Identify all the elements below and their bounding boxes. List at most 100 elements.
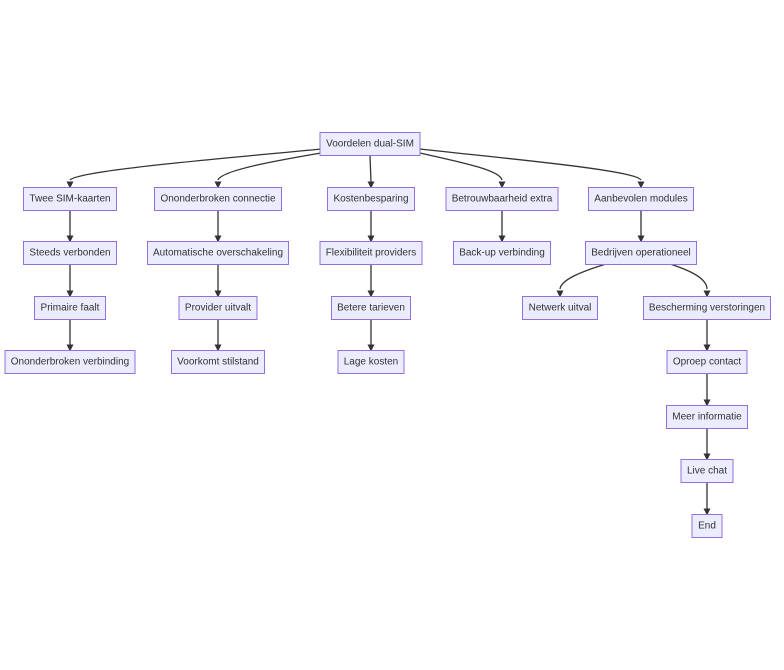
node-label: Voordelen dual-SIM: [326, 139, 414, 150]
node-b3: Provider uitvalt: [178, 296, 258, 320]
node-label: Ononderbroken verbinding: [11, 357, 129, 368]
node-label: Live chat: [687, 466, 727, 477]
node-label: Bedrijven operationeel: [591, 248, 691, 259]
arrowhead-e4-e5: [703, 344, 711, 352]
arrowhead-a1-a2: [66, 235, 74, 243]
node-box: [337, 350, 405, 374]
node-e6: Meer informatie: [666, 405, 748, 429]
node-label: Betere tarieven: [337, 303, 405, 314]
arrowhead-c2-c3: [367, 290, 375, 298]
node-box: [154, 187, 282, 211]
node-label: Lage kosten: [344, 357, 399, 368]
node-label: End: [698, 521, 716, 532]
node-c4: Lage kosten: [337, 350, 405, 374]
edges-layer: [66, 148, 711, 516]
arrowhead-root-a1: [66, 181, 74, 189]
node-label: Netwerk uitval: [529, 303, 592, 314]
node-a4: Ononderbroken verbinding: [4, 350, 136, 374]
node-box: [4, 350, 136, 374]
node-e7: Live chat: [680, 459, 734, 483]
node-box: [691, 514, 723, 538]
arrowhead-root-c1: [367, 181, 375, 189]
node-b4: Voorkomt stilstand: [171, 350, 265, 374]
node-b2: Automatische overschakeling: [147, 241, 289, 265]
node-label: Meer informatie: [672, 412, 742, 423]
node-d2: Back-up verbinding: [453, 241, 551, 265]
node-box: [666, 405, 748, 429]
node-b1: Ononderbroken connectie: [154, 187, 282, 211]
node-d1: Betrouwbaarheid extra: [445, 187, 559, 211]
node-label: Voorkomt stilstand: [177, 357, 259, 368]
edge-root-e1: [419, 148, 642, 181]
arrowhead-root-b1: [214, 181, 222, 189]
node-label: Back-up verbinding: [459, 248, 545, 259]
node-box: [319, 132, 421, 156]
arrowhead-e7-e8: [703, 508, 711, 516]
arrowhead-c3-c4: [367, 344, 375, 352]
node-box: [666, 350, 748, 374]
node-label: Provider uitvalt: [185, 303, 251, 314]
node-label: Oproep contact: [673, 357, 742, 368]
edge-e2-e3: [559, 263, 607, 290]
arrowhead-a2-a3: [66, 290, 74, 298]
arrowhead-root-e1: [637, 181, 645, 189]
arrowhead-e1-e2: [637, 235, 645, 243]
node-e1: Aanbevolen modules: [588, 187, 694, 211]
arrowhead-root-d1: [498, 181, 506, 189]
node-label: Steeds verbonden: [29, 248, 110, 259]
arrowhead-c1-c2: [367, 235, 375, 243]
edge-root-b1: [217, 152, 322, 181]
node-box: [445, 187, 559, 211]
node-label: Aanbevolen modules: [594, 194, 687, 205]
node-box: [319, 241, 423, 265]
node-box: [171, 350, 265, 374]
node-box: [34, 296, 106, 320]
arrowhead-b2-b3: [214, 290, 222, 298]
node-a3: Primaire faalt: [34, 296, 106, 320]
node-c1: Kostenbesparing: [327, 187, 415, 211]
node-box: [643, 296, 771, 320]
arrowhead-e6-e7: [703, 453, 711, 461]
arrowhead-e5-e6: [703, 399, 711, 407]
node-root: Voordelen dual-SIM: [319, 132, 421, 156]
node-a2: Steeds verbonden: [23, 241, 117, 265]
arrowhead-b3-b4: [214, 344, 222, 352]
node-e4: Bescherming verstoringen: [643, 296, 771, 320]
arrowhead-b1-b2: [214, 235, 222, 243]
node-label: Twee SIM-kaarten: [29, 194, 110, 205]
arrowhead-e2-e3: [556, 290, 564, 298]
node-e5: Oproep contact: [666, 350, 748, 374]
node-box: [680, 459, 734, 483]
node-box: [23, 241, 117, 265]
node-box: [327, 187, 415, 211]
node-e2: Bedrijven operationeel: [585, 241, 697, 265]
edge-root-a1: [69, 148, 322, 181]
edge-root-d1: [419, 152, 503, 181]
node-a1: Twee SIM-kaarten: [23, 187, 117, 211]
arrowhead-e2-e4: [703, 290, 711, 298]
node-label: Primaire faalt: [41, 303, 100, 314]
arrowhead-d1-d2: [498, 235, 506, 243]
node-box: [331, 296, 411, 320]
node-box: [522, 296, 598, 320]
edge-root-c1: [369, 155, 372, 183]
node-label: Betrouwbaarheid extra: [452, 194, 553, 205]
node-label: Ononderbroken connectie: [160, 194, 276, 205]
node-label: Kostenbesparing: [333, 194, 408, 205]
node-box: [23, 187, 117, 211]
node-box: [585, 241, 697, 265]
node-c2: Flexibiliteit providers: [319, 241, 423, 265]
node-box: [453, 241, 551, 265]
node-box: [147, 241, 289, 265]
node-e8: End: [691, 514, 723, 538]
node-c3: Betere tarieven: [331, 296, 411, 320]
edge-e2-e4: [669, 263, 708, 290]
node-box: [588, 187, 694, 211]
arrowhead-a3-a4: [66, 344, 74, 352]
nodes-layer: Voordelen dual-SIM Twee SIM-kaartenSteeds…: [4, 132, 771, 538]
node-label: Flexibiliteit providers: [326, 248, 417, 259]
node-label: Bescherming verstoringen: [649, 303, 765, 314]
node-label: Automatische overschakeling: [153, 248, 283, 259]
node-e3: Netwerk uitval: [522, 296, 598, 320]
